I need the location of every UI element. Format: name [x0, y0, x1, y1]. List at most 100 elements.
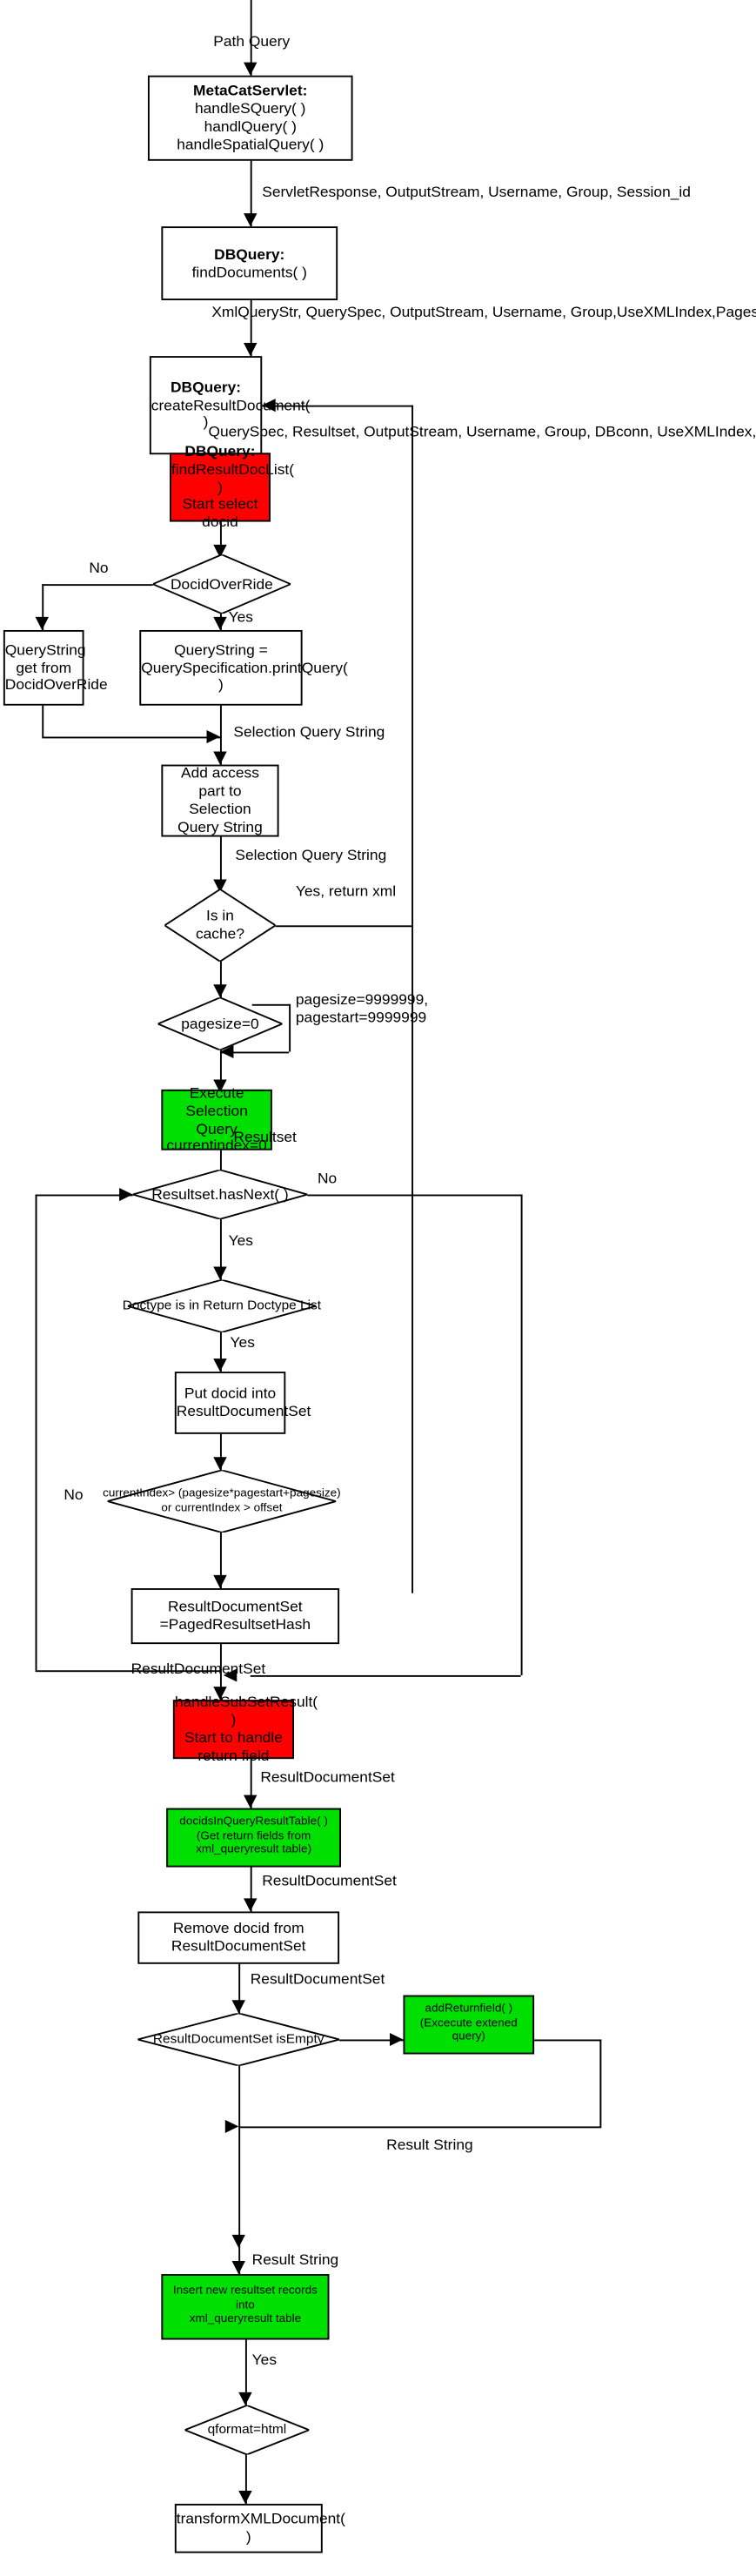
edge-label-result-string-2: Result String [251, 2251, 339, 2268]
diamond-shape [184, 2405, 310, 2455]
arrow-servlet-to-finddocs [244, 213, 258, 227]
edge-label-yes-3: Yes [230, 1333, 255, 1351]
edge-putdocid-to-currentindex [219, 1433, 222, 1474]
arrow-getfrom-merge [206, 729, 220, 744]
node-currentindex-check: currentIndex> (pagesize*pagestart+pagesi… [103, 1470, 341, 1533]
node-finddocuments: DBQuery: findDocuments( ) [161, 226, 338, 301]
node-remove-docid-line1: Remove docid from ResultDocumentSet [171, 1919, 306, 1955]
node-resultset-hasnext-label: Resultset.hasNext( ) [151, 1185, 289, 1203]
edge-doctype-to-putdocid [219, 1332, 222, 1375]
edge-printquery-down [219, 705, 222, 765]
diamond-shape [127, 1279, 317, 1332]
diamond-shape [157, 997, 283, 1050]
node-docidoverride-label: DocidOverRide [170, 574, 273, 592]
arrow-docidoverride-no [35, 616, 50, 630]
edge-docidoverride-no-h [42, 584, 153, 587]
node-transform-xml-document: transformXMLDocument( ) [174, 2504, 345, 2553]
node-addaccesspart-line2: Selection Query String [177, 801, 263, 835]
edge-loopback-v [35, 1194, 37, 1671]
edge-cache-yes-h [275, 925, 412, 928]
edge-addreturn-right [534, 2039, 602, 2042]
arrow-down-to-insert [231, 2261, 245, 2275]
edge-cache-to-pagesize [219, 961, 222, 1002]
edge-label-servlet-params: ServletResponse, OutputStream, Username,… [262, 184, 691, 201]
node-insert-line2: xml_queryresult table [189, 2313, 302, 2326]
arrow-pagesize-default [219, 1044, 234, 1059]
edge-hasnext-no-merge [250, 1674, 521, 1677]
node-metacatservlet-line2: handlQuery( ) [204, 117, 297, 135]
edge-entry [250, 0, 252, 76]
node-docids-in-query-result-table: docidsInQueryResultTable( ) (Get return … [166, 1808, 342, 1868]
node-currentindex-check-label: currentIndex> (pagesize*pagestart+pagesi… [103, 1486, 341, 1516]
node-addaccesspart-line1: Add access part to [181, 764, 259, 800]
edge-label-yes-return-xml: Yes, return xml [295, 882, 397, 900]
edge-label-selection-query-string-1: Selection Query String [233, 723, 385, 741]
node-findresultdoclist: DBQuery: findResultDocList( ) Start sele… [170, 442, 294, 531]
arrow-finddocs-to-create [244, 343, 258, 357]
node-resultdocumentset-isempty: ResultDocumentSet isEmpty [137, 2013, 340, 2066]
edge-label-result-string-1: Result String [386, 2136, 473, 2153]
edge-label-resultdocumentset-4: ResultDocumentSet [250, 1970, 385, 1988]
arrow-entry [244, 62, 258, 76]
edge-hasnext-yes-v [219, 1218, 222, 1285]
node-metacatservlet-line3: handleSpatialQuery( ) [177, 136, 324, 153]
node-docids-line1: docidsInQueryResultTable( ) [179, 1816, 328, 1828]
arrow-isempty-to-addreturn [390, 2032, 404, 2047]
node-querystring-getfrom-line3: DocidOverRide [4, 676, 108, 694]
edge-label-xmlquery-params: XmlQueryStr, QuerySpec, OutputStream, Us… [211, 303, 756, 320]
edge-findlist-to-docidoverride [219, 521, 222, 559]
edge-isempty-down [238, 2065, 241, 2247]
edge-addreturn-merge-h [238, 2126, 600, 2129]
node-paged-resultset-hash: ResultDocumentSet =PagedResultsetHash [130, 1588, 340, 1645]
diamond-shape [164, 889, 276, 962]
edge-hasnext-no-v [520, 1194, 523, 1675]
edge-addreturn-down [599, 2039, 602, 2129]
node-docidoverride: DocidOverRide [152, 554, 291, 614]
node-findresultdoclist-title: DBQuery: [184, 442, 256, 460]
edge-label-path-query: Path Query [213, 32, 291, 50]
edge-docidoverride-no-v [42, 584, 44, 630]
arrow-hasnext-yes [213, 1266, 227, 1280]
diamond-shape [137, 2013, 340, 2066]
node-add-returnfield: addReturnfield( ) (Excecute extened quer… [403, 1995, 535, 2055]
edge-qformat-to-transform [244, 2454, 247, 2507]
node-insert-new-records: Insert new resultset records into xml_qu… [161, 2274, 330, 2340]
edge-label-no-1: No [89, 559, 109, 576]
edge-docids-to-remove [250, 1867, 252, 1914]
node-addaccesspart: Add access part to Selection Query Strin… [161, 764, 279, 837]
edge-cache-return-v [411, 405, 414, 1593]
node-findresultdoclist-line2: Start select docid [182, 496, 258, 531]
node-execute-selection-query: Execute Selection Query currentindex=0 [161, 1083, 272, 1154]
node-insert-line1: Insert new resultset records into [172, 2285, 318, 2311]
edge-label-no-2: No [317, 1170, 338, 1187]
node-querystring-getfrom-line1: QueryString [4, 641, 86, 658]
arrow-subset-to-docids [244, 1794, 258, 1808]
node-docids-line2: (Get return fields from xml_queryresult … [196, 1830, 312, 1856]
edge-label-resultdocumentset-2: ResultDocumentSet [260, 1768, 395, 1786]
edge-addaccess-to-cache [219, 836, 222, 893]
arrow-insert-to-qformat [238, 2392, 252, 2405]
node-doctype-in-list-label: Doctype is in Return Doctype List [122, 1298, 322, 1313]
arrow-pagesize-to-execute [213, 1079, 227, 1093]
edge-label-yes-4: Yes [251, 2351, 278, 2368]
arrow-docidoverride-yes [213, 616, 227, 630]
edge-label-queryspec-params: QuerySpec, Resultset, OutputStream, User… [208, 423, 756, 440]
node-createresultdocument-title: DBQuery: [170, 378, 242, 395]
arrow-remove-to-isempty [231, 2000, 245, 2014]
arrow-qformat-to-transform [238, 2490, 252, 2505]
arrow-cache-to-pagesize [213, 984, 227, 998]
arrow-currentindex-to-paged [213, 1574, 227, 1589]
node-pagesize-zero-label: pagesize=0 [181, 1015, 259, 1032]
node-put-docid: Put docid into ResultDocumentSet [174, 1372, 311, 1434]
node-isincache: Is in cache? [164, 889, 276, 962]
edge-label-yes-2: Yes [228, 1231, 253, 1249]
edge-servlet-to-finddocs [250, 160, 252, 227]
node-querystring-printquery-line1: QueryString = [174, 641, 268, 658]
pagesize-defaults-line1: pagesize=9999999, [295, 990, 429, 1008]
edge-pagesize-default-v [289, 1003, 291, 1052]
edge-isempty-to-addreturn [339, 2039, 404, 2042]
diamond-shape [132, 1170, 308, 1219]
edge-currentindex-to-paged [219, 1532, 222, 1592]
edge-label-selection-query-string-2: Selection Query String [235, 846, 387, 863]
